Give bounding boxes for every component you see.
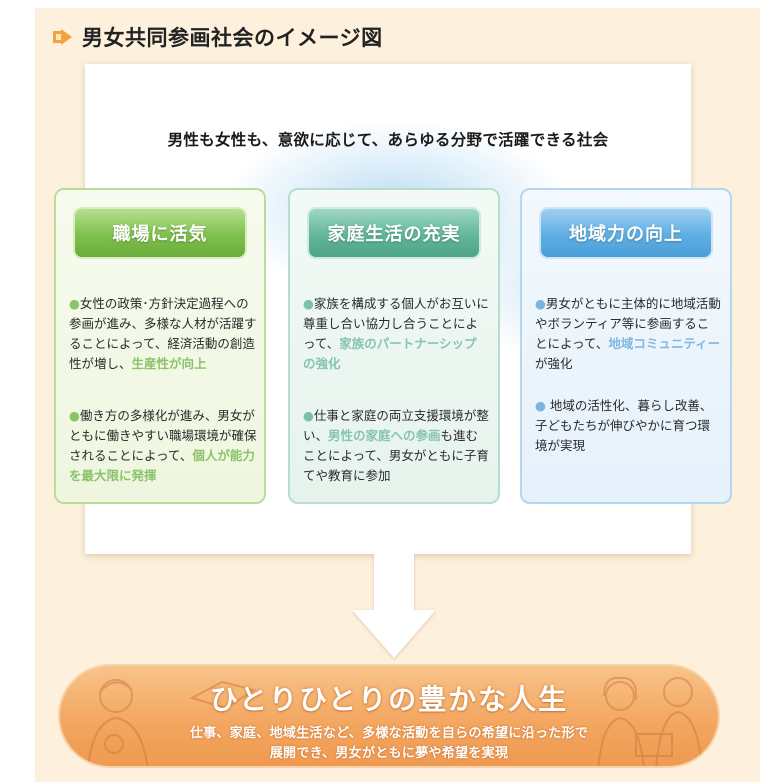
card-family-point-1: ●家族を構成する個人がお互いに尊重し合い協力し合うことによって、家族のパートナー… xyxy=(303,294,489,374)
result-banner: ひとりひとりの豊かな人生 仕事、家庭、地域生活など、多様な活動を自らの希望に沿っ… xyxy=(58,664,720,768)
society-tagline: 男性も女性も、意欲に応じて、あらゆる分野で活躍できる社会 xyxy=(167,131,609,149)
person-illustration-left xyxy=(87,679,149,766)
point-highlight: 個人が能力を最大限に発揮 xyxy=(69,448,255,483)
bullet-icon: ● xyxy=(535,398,546,413)
down-arrow-icon xyxy=(352,554,436,658)
chevron-right-icon xyxy=(53,29,72,45)
bullet-icon: ● xyxy=(69,296,80,311)
card-family-point-2: ●仕事と家庭の両立支援環境が整い、男性の家庭への参画も進むことによって、男女がと… xyxy=(303,406,489,486)
card-workplace-point-1: ●女性の政策･方針決定過程への参画が進み、多様な人材が活躍することによって、経済… xyxy=(69,294,261,374)
card-title-community: 地域力の向上 xyxy=(539,207,713,259)
card-community: 地域力の向上 ●男女がともに主体的に地域活動やボランティア等に参画することによっ… xyxy=(520,188,732,504)
page-title: 男女共同参画社会のイメージ図 xyxy=(82,26,383,50)
point-text: 地域の活性化、暮らし改善、子どもたちが伸びやかに育つ環境が実現 xyxy=(535,398,713,453)
bullet-icon: ● xyxy=(535,296,546,311)
card-workplace: 職場に活気 ●女性の政策･方針決定過程への参画が進み、多様な人材が活躍することに… xyxy=(54,188,266,504)
bullet-icon: ● xyxy=(303,408,314,423)
card-community-point-1: ●男女がともに主体的に地域活動やボランティア等に参画することによって、地域コミュ… xyxy=(535,294,721,374)
point-text: 女性の政策･方針決定過程への参画が進み、多様な人材が活躍することによって、経済活… xyxy=(69,296,257,371)
point-highlight: 家族のパートナーシップの強化 xyxy=(303,336,477,371)
point-text: 働き方の多様化が進み、男女がともに働きやすい職場環境が確保されることによって、 xyxy=(69,408,257,463)
bullet-icon: ● xyxy=(303,296,314,311)
point-text: 仕事と家庭の両立支援環境が整い、 xyxy=(303,408,489,443)
result-line-1: 仕事、家庭、地域生活など、多様な活動を自らの希望に沿った形で xyxy=(189,726,589,741)
point-highlight: 生産性が向上 xyxy=(131,356,207,371)
point-text: 男女がともに主体的に地域活動やボランティア等に参画することによって、 xyxy=(535,296,721,351)
point-highlight: 男性の家庭への参画 xyxy=(328,428,441,443)
result-line-2: 展開でき、男女がともに夢や希望を実現 xyxy=(269,746,509,761)
card-title-family: 家庭生活の充実 xyxy=(307,207,481,259)
point-highlight: 地域コミュニティー xyxy=(608,336,721,351)
book-illustration xyxy=(189,680,257,710)
point-tail: が強化 xyxy=(535,356,573,371)
point-tail: も進むことによって、男女がともに子育てや教育に参加 xyxy=(303,428,489,483)
card-family: 家庭生活の充実 ●家族を構成する個人がお互いに尊重し合い協力し合うことによって、… xyxy=(288,188,500,504)
card-workplace-point-2: ●働き方の多様化が進み、男女がともに働きやすい職場環境が確保されることによって、… xyxy=(69,406,261,486)
result-title: ひとりひとりの豊かな人生 xyxy=(209,683,569,716)
people-illustration-right xyxy=(597,676,703,766)
heading: 男女共同参画社会のイメージ図 xyxy=(52,22,383,52)
point-text: 家族を構成する個人がお互いに尊重し合い協力し合うことによって、 xyxy=(303,296,489,351)
card-title-workplace: 職場に活気 xyxy=(73,207,247,259)
bullet-icon: ● xyxy=(69,408,80,423)
card-community-point-2: ● 地域の活性化、暮らし改善、子どもたちが伸びやかに育つ環境が実現 xyxy=(535,396,721,456)
